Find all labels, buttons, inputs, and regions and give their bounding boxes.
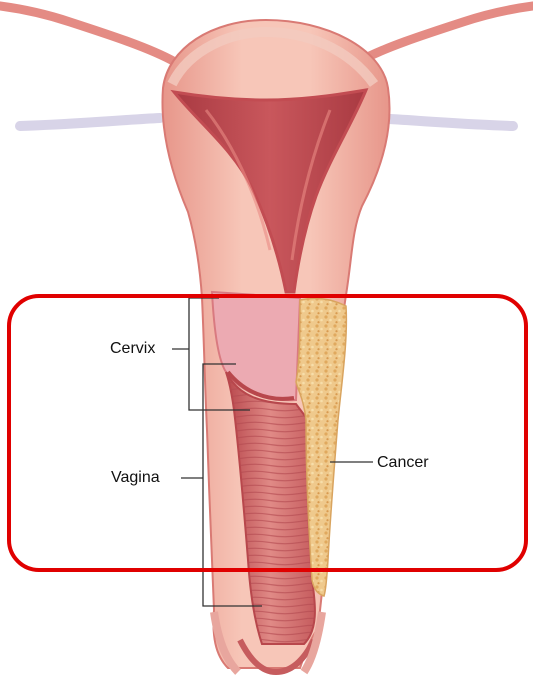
cervix-label: Cervix	[110, 340, 155, 358]
vagina-label: Vagina	[111, 469, 160, 487]
cancer-label: Cancer	[377, 454, 429, 472]
